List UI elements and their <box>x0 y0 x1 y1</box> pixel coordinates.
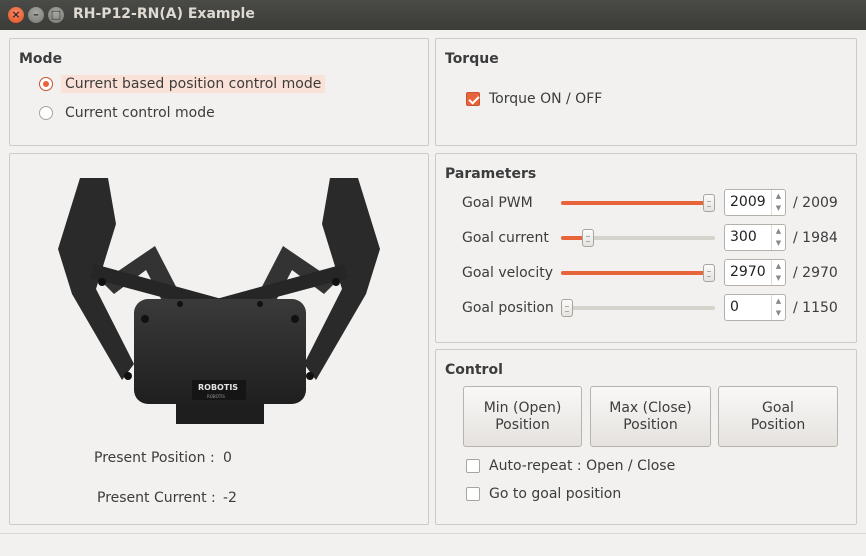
go-to-goal-label: Go to goal position <box>489 486 622 502</box>
control-title: Control <box>445 362 503 378</box>
spinbox-arrows-icon[interactable]: ▲▼ <box>771 260 785 285</box>
go-to-goal-checkbox[interactable] <box>466 487 480 501</box>
window-title: RH-P12-RN(A) Example <box>73 6 255 22</box>
parameters-panel: Parameters Goal PWM 2009 ▲▼ / 2009 Goal c… <box>435 153 857 343</box>
minimize-icon: – <box>33 8 39 21</box>
window-close-button[interactable]: × <box>8 7 24 23</box>
title-bar: × – □ RH-P12-RN(A) Example <box>0 0 866 30</box>
slider-handle[interactable] <box>582 229 595 247</box>
present-current-value: -2 <box>223 490 237 506</box>
radio-current-based-position[interactable]: Current based position control mode <box>39 74 326 94</box>
torque-panel: Torque Torque ON / OFF <box>435 38 857 146</box>
spinbox-arrows-icon[interactable]: ▲▼ <box>771 295 785 320</box>
auto-repeat-label: Auto-repeat : Open / Close <box>489 458 676 474</box>
auto-repeat-checkbox[interactable] <box>466 459 480 473</box>
slider-fill <box>561 236 589 240</box>
goal-current-spinbox[interactable]: 300 ▲▼ <box>724 224 786 251</box>
present-position-label: Present Position : <box>94 450 215 466</box>
radio-button[interactable] <box>39 106 53 120</box>
go-to-goal-toggle[interactable]: Go to goal position <box>466 484 621 504</box>
torque-title: Torque <box>445 51 499 67</box>
radio-label: Current based position control mode <box>61 75 326 93</box>
goal-velocity-max: / 2970 <box>793 265 838 281</box>
present-current-label: Present Current : <box>97 490 216 506</box>
spinbox-value: 2009 <box>730 194 766 210</box>
gripper-image <box>58 178 380 424</box>
goal-position-label: Goal position <box>462 300 554 316</box>
control-panel: Control Min (Open)Position Max (Close)Po… <box>435 349 857 525</box>
min-open-position-button[interactable]: Min (Open)Position <box>463 386 582 447</box>
goal-pwm-label: Goal PWM <box>462 195 533 211</box>
gripper-brand-label: ROBOTIS <box>198 383 239 392</box>
goal-position-max: / 1150 <box>793 300 838 316</box>
max-close-position-button[interactable]: Max (Close)Position <box>590 386 711 447</box>
parameters-title: Parameters <box>445 166 537 182</box>
slider-fill <box>561 201 709 205</box>
goal-current-max: / 1984 <box>793 230 838 246</box>
goal-velocity-slider[interactable] <box>561 264 715 282</box>
radio-current-control[interactable]: Current control mode <box>39 103 219 123</box>
goal-current-slider[interactable] <box>561 229 715 247</box>
goal-velocity-spinbox[interactable]: 2970 ▲▼ <box>724 259 786 286</box>
goal-pwm-spinbox[interactable]: 2009 ▲▼ <box>724 189 786 216</box>
close-icon: × <box>11 8 21 21</box>
window-minimize-button[interactable]: – <box>28 7 44 23</box>
goal-pwm-max: / 2009 <box>793 195 838 211</box>
present-position-value: 0 <box>223 450 232 466</box>
goal-current-label: Goal current <box>462 230 549 246</box>
spinbox-arrows-icon[interactable]: ▲▼ <box>771 225 785 250</box>
spinbox-arrows-icon[interactable]: ▲▼ <box>771 190 785 215</box>
button-label: Max (Close)Position <box>609 399 692 433</box>
status-bar <box>0 533 866 556</box>
goal-position-slider[interactable] <box>561 299 715 317</box>
spinbox-value: 300 <box>730 229 757 245</box>
mode-title: Mode <box>19 51 63 67</box>
slider-handle[interactable] <box>561 299 573 317</box>
spinbox-value: 0 <box>730 299 739 315</box>
slider-fill <box>561 271 709 275</box>
torque-toggle[interactable]: Torque ON / OFF <box>466 89 602 109</box>
radio-button-selected[interactable] <box>39 77 53 91</box>
mode-panel: Mode Current based position control mode… <box>9 38 429 146</box>
spinbox-value: 2970 <box>730 264 766 280</box>
gripper-panel: ROBOTIS ROBOTIS Present Position : 0 Pre… <box>9 153 429 525</box>
goal-pwm-slider[interactable] <box>561 194 715 212</box>
goal-position-spinbox[interactable]: 0 ▲▼ <box>724 294 786 321</box>
auto-repeat-toggle[interactable]: Auto-repeat : Open / Close <box>466 456 675 476</box>
slider-handle[interactable] <box>703 264 715 282</box>
radio-label: Current control mode <box>65 105 215 121</box>
goal-velocity-label: Goal velocity <box>462 265 554 281</box>
torque-checkbox-label: Torque ON / OFF <box>489 91 603 107</box>
gripper-sub-label: ROBOTIS <box>207 394 225 399</box>
window-maximize-button[interactable]: □ <box>48 7 64 23</box>
slider-handle[interactable] <box>703 194 715 212</box>
maximize-icon: □ <box>50 8 62 21</box>
torque-checkbox[interactable] <box>466 92 480 106</box>
button-label: Min (Open)Position <box>483 399 562 433</box>
